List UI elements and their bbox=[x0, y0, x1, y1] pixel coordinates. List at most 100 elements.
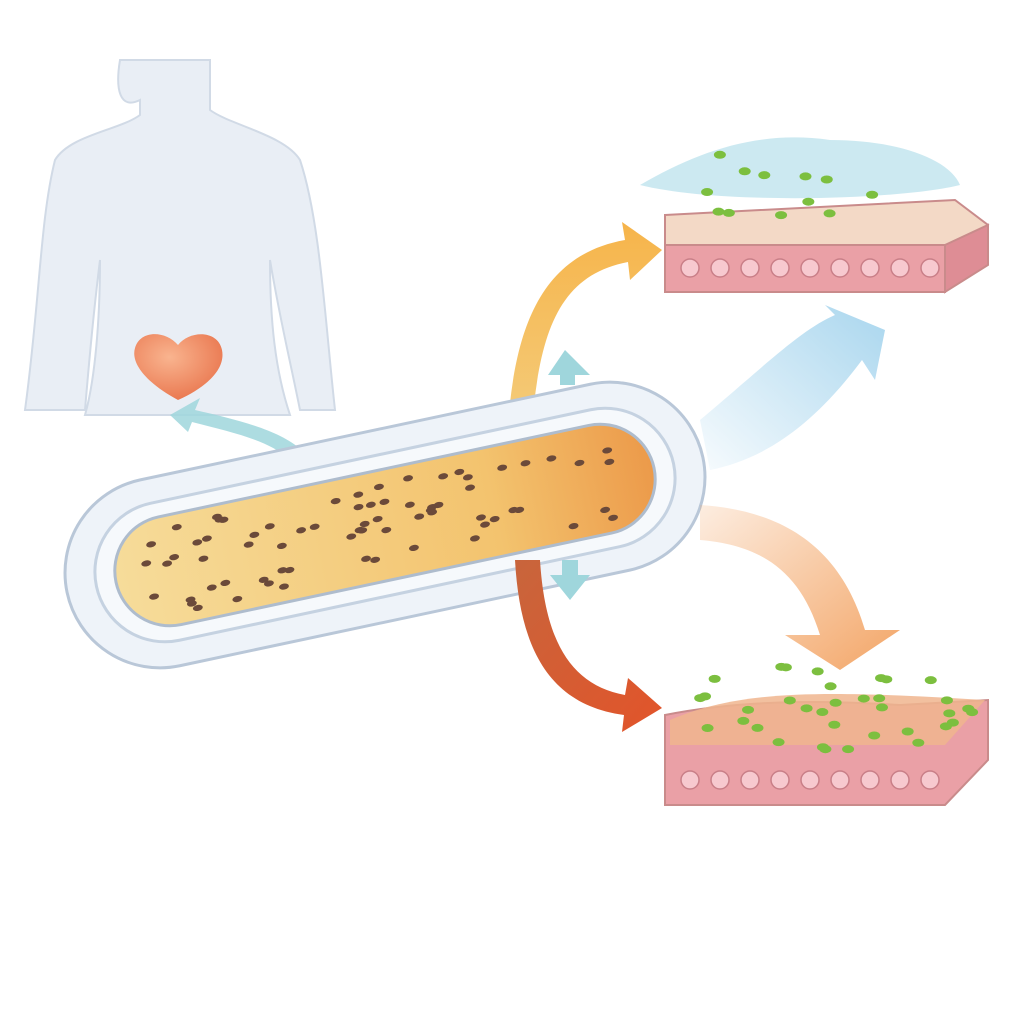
core-dot bbox=[409, 544, 419, 552]
tissue-cell bbox=[830, 770, 850, 790]
tissue-cell bbox=[830, 258, 850, 278]
core-dot bbox=[520, 460, 531, 467]
capsule bbox=[63, 380, 707, 670]
core-dot bbox=[146, 541, 157, 548]
core-dot bbox=[243, 541, 254, 548]
green-particle bbox=[868, 731, 881, 740]
core-dot bbox=[568, 522, 579, 530]
core-dot bbox=[186, 600, 197, 607]
core-dot bbox=[489, 515, 500, 523]
green-particle bbox=[758, 171, 771, 180]
core-dot bbox=[574, 459, 585, 467]
core-dot bbox=[353, 491, 364, 498]
tissue-cell bbox=[860, 258, 880, 278]
blue-arrow bbox=[700, 305, 885, 470]
core-dot bbox=[141, 560, 152, 567]
green-particle bbox=[799, 172, 812, 181]
tissue-cell bbox=[740, 258, 760, 278]
core-dot bbox=[171, 524, 182, 531]
core-dot bbox=[604, 458, 615, 466]
core-dot bbox=[404, 501, 415, 508]
green-particle bbox=[708, 674, 721, 683]
tissue-cell bbox=[860, 770, 880, 790]
core-dot bbox=[372, 515, 383, 523]
green-particle bbox=[912, 738, 925, 747]
green-particle bbox=[962, 704, 975, 713]
core-dot bbox=[346, 533, 357, 540]
green-particle bbox=[857, 694, 870, 703]
tissue-cell bbox=[740, 770, 760, 790]
green-particle bbox=[772, 738, 785, 747]
green-particle bbox=[943, 709, 956, 718]
core-dot bbox=[220, 579, 231, 587]
green-particle bbox=[751, 723, 764, 732]
tissue-cell bbox=[680, 770, 700, 790]
teal-arrow bbox=[170, 398, 320, 490]
green-particle bbox=[737, 716, 750, 725]
core-dots bbox=[141, 447, 618, 612]
green-particle bbox=[824, 682, 837, 691]
orange-arrow bbox=[700, 505, 900, 670]
core-dot bbox=[296, 527, 307, 534]
tissue-cell bbox=[800, 258, 820, 278]
green-particle bbox=[742, 705, 755, 714]
core-dot bbox=[279, 583, 289, 590]
human-silhouette bbox=[23, 59, 337, 416]
core-dot bbox=[476, 514, 486, 521]
tissue-cell bbox=[890, 258, 910, 278]
core-dot bbox=[309, 523, 320, 530]
tissue-cell bbox=[800, 770, 820, 790]
teal-small-arrow-bottom bbox=[550, 560, 590, 600]
tissue-cell bbox=[710, 770, 730, 790]
green-particle bbox=[713, 150, 726, 159]
core-dot bbox=[232, 595, 243, 603]
core-dot bbox=[462, 474, 473, 481]
green-particle bbox=[783, 696, 796, 705]
core-dot bbox=[480, 521, 490, 528]
core-dot bbox=[211, 513, 222, 520]
green-particle bbox=[712, 207, 725, 216]
core-dot bbox=[379, 498, 390, 505]
green-particle bbox=[939, 722, 952, 731]
green-particle bbox=[811, 667, 824, 676]
core-dot bbox=[359, 520, 370, 528]
core-dot bbox=[608, 514, 618, 521]
green-particle bbox=[800, 704, 813, 713]
core-dot bbox=[192, 539, 203, 546]
green-particle bbox=[775, 211, 788, 220]
core-dot bbox=[206, 584, 217, 591]
core-dot bbox=[600, 506, 611, 514]
core-dot bbox=[427, 509, 438, 516]
green-particle bbox=[738, 167, 751, 176]
core-dot bbox=[508, 506, 519, 514]
core-dot bbox=[149, 593, 159, 600]
core-dot bbox=[276, 542, 287, 550]
green-particle bbox=[829, 698, 842, 707]
core-dot bbox=[353, 504, 364, 511]
core-dot bbox=[602, 447, 613, 454]
green-particle bbox=[866, 190, 879, 199]
core-dot bbox=[361, 555, 371, 562]
core-dot bbox=[198, 555, 209, 562]
green-particle bbox=[842, 745, 855, 754]
core-dot bbox=[414, 513, 425, 520]
red-arrow bbox=[515, 560, 662, 732]
green-particle bbox=[701, 724, 714, 733]
green-particle bbox=[694, 694, 707, 703]
tissue-cell bbox=[770, 770, 790, 790]
core-dot bbox=[169, 554, 180, 561]
green-particle bbox=[701, 188, 714, 197]
core-dot bbox=[354, 526, 365, 534]
tissue-cell bbox=[770, 258, 790, 278]
core-dot bbox=[277, 567, 288, 574]
green-particle bbox=[802, 197, 815, 206]
core-dot bbox=[433, 501, 444, 509]
green-particle bbox=[779, 663, 792, 672]
green-particle bbox=[823, 209, 836, 218]
core-dot bbox=[381, 526, 392, 534]
green-particle bbox=[722, 208, 735, 217]
green-particle bbox=[875, 703, 888, 712]
teal-small-arrow-top bbox=[548, 350, 590, 385]
core-dot bbox=[284, 566, 295, 574]
